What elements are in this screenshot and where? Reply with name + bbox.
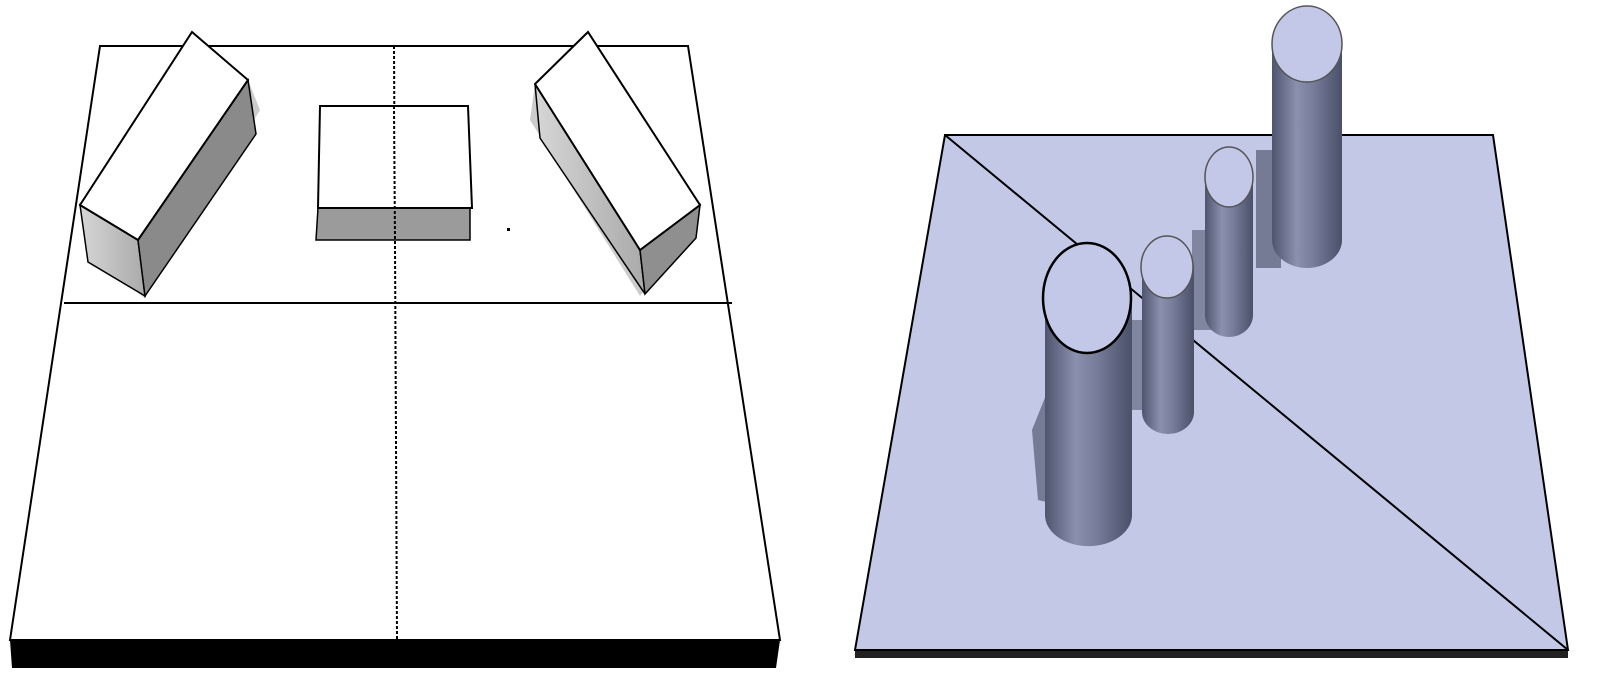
- small-dot: [507, 228, 510, 231]
- left-tilted-block: [78, 30, 260, 299]
- left-panel: [8, 30, 782, 668]
- left-board-edge: [10, 640, 780, 668]
- cylinder-small: [1130, 235, 1194, 434]
- right-board-diagonal: [944, 134, 1569, 651]
- right-board-edge: [855, 650, 1568, 658]
- cylinder-large: [1032, 241, 1133, 547]
- right-panel: [853, 5, 1570, 658]
- right-tilted-block: [530, 30, 702, 296]
- cylinder-medium: [1192, 146, 1254, 337]
- left-center-dashed-line: [393, 45, 398, 641]
- center-square-block: [315, 105, 474, 241]
- cylinder-tall: [1256, 5, 1343, 268]
